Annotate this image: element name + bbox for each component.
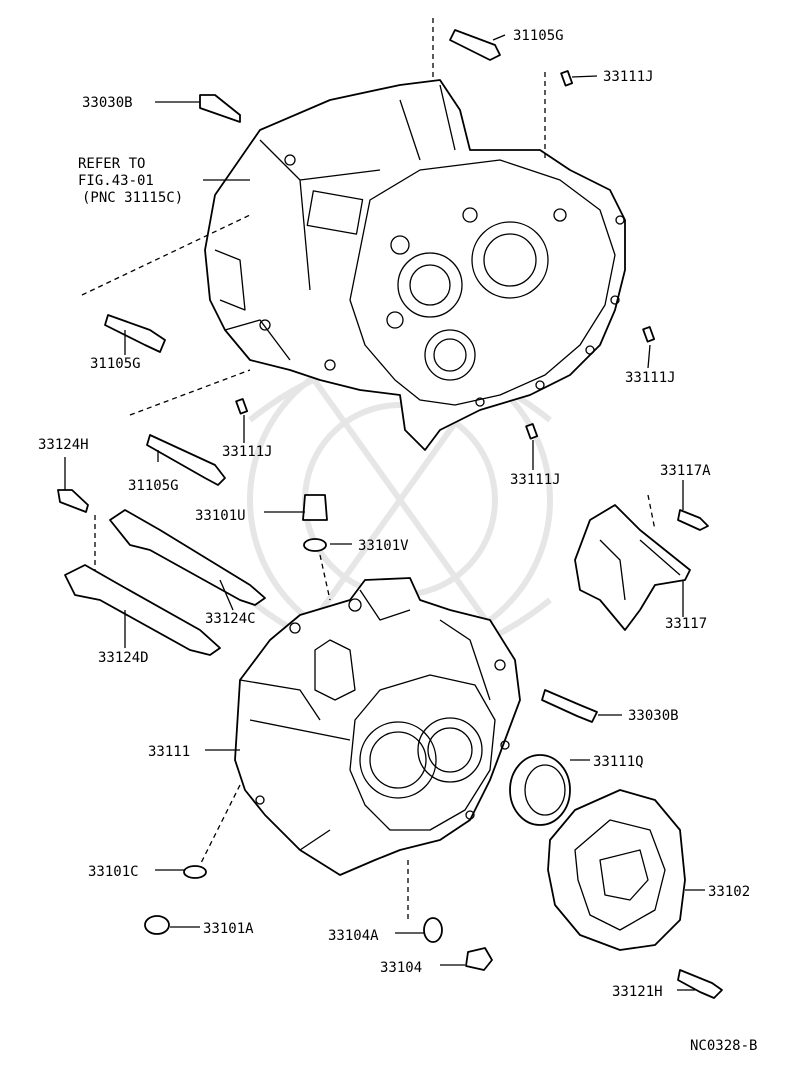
pin-33111J-mid: [235, 398, 249, 415]
bolt-33117A: [677, 509, 709, 531]
pin-33111J-top: [560, 70, 574, 87]
bolt-33030B-top: [199, 94, 241, 123]
label-33121H: 33121H: [612, 984, 663, 1000]
bolt-33121H: [677, 969, 723, 999]
bolt-33124H: [57, 489, 89, 513]
label-31105G-top: 31105G: [513, 28, 564, 44]
transaxle-cover-drawing: [547, 789, 686, 951]
washer-33104A: [423, 917, 443, 943]
gasket-33101V: [303, 538, 327, 552]
assembly-dashed-lines: [81, 18, 656, 920]
ring-33101A: [144, 915, 170, 935]
washer-33101C: [183, 865, 207, 879]
label-33124C: 33124C: [205, 611, 256, 627]
plate-33124C-drawing: [109, 509, 266, 606]
plug-33104: [465, 947, 493, 971]
refer-note-line2: FIG.43-01: [78, 173, 154, 189]
bolt-31105G-left: [104, 314, 166, 353]
leader-lines: [64, 34, 705, 991]
bolt-31105G-top: [449, 29, 501, 61]
pin-33111J-low: [525, 423, 539, 440]
bracket-33117-drawing: [574, 504, 691, 631]
label-33030B-top: 33030B: [82, 95, 133, 111]
plate-33124D-drawing: [64, 564, 221, 656]
label-33104: 33104: [380, 960, 422, 976]
label-33104A: 33104A: [328, 928, 379, 944]
refer-note-line1: REFER TO: [78, 156, 145, 172]
label-33111J-low: 33111J: [510, 472, 561, 488]
diagram-code: NC0328-B: [690, 1038, 757, 1054]
oil-seal-drawing: [509, 754, 571, 826]
label-33124H: 33124H: [38, 437, 89, 453]
label-33030B-low: 33030B: [628, 708, 679, 724]
lower-transaxle-case-drawing: [234, 577, 521, 876]
label-33101U: 33101U: [195, 508, 246, 524]
label-33102: 33102: [708, 884, 750, 900]
plug-33101U: [302, 494, 328, 521]
label-33111: 33111: [148, 744, 190, 760]
upper-transaxle-case-drawing: [204, 79, 626, 451]
bolt-31105G-low: [146, 434, 226, 486]
bolt-33030B-low: [541, 689, 598, 723]
label-33117: 33117: [665, 616, 707, 632]
refer-note-line3: (PNC 31115C): [82, 190, 183, 206]
label-33101V: 33101V: [358, 538, 409, 554]
label-33111J-top: 33111J: [603, 69, 654, 85]
label-33111J-mid: 33111J: [222, 444, 273, 460]
label-31105G-low: 31105G: [128, 478, 179, 494]
label-33101C: 33101C: [88, 864, 139, 880]
label-33111Q: 33111Q: [593, 754, 644, 770]
label-33101A: 33101A: [203, 921, 254, 937]
label-31105G-left: 31105G: [90, 356, 141, 372]
label-33117A: 33117A: [660, 463, 711, 479]
label-33111J-right: 33111J: [625, 370, 676, 386]
pin-33111J-right: [642, 326, 656, 343]
label-33124D: 33124D: [98, 650, 149, 666]
